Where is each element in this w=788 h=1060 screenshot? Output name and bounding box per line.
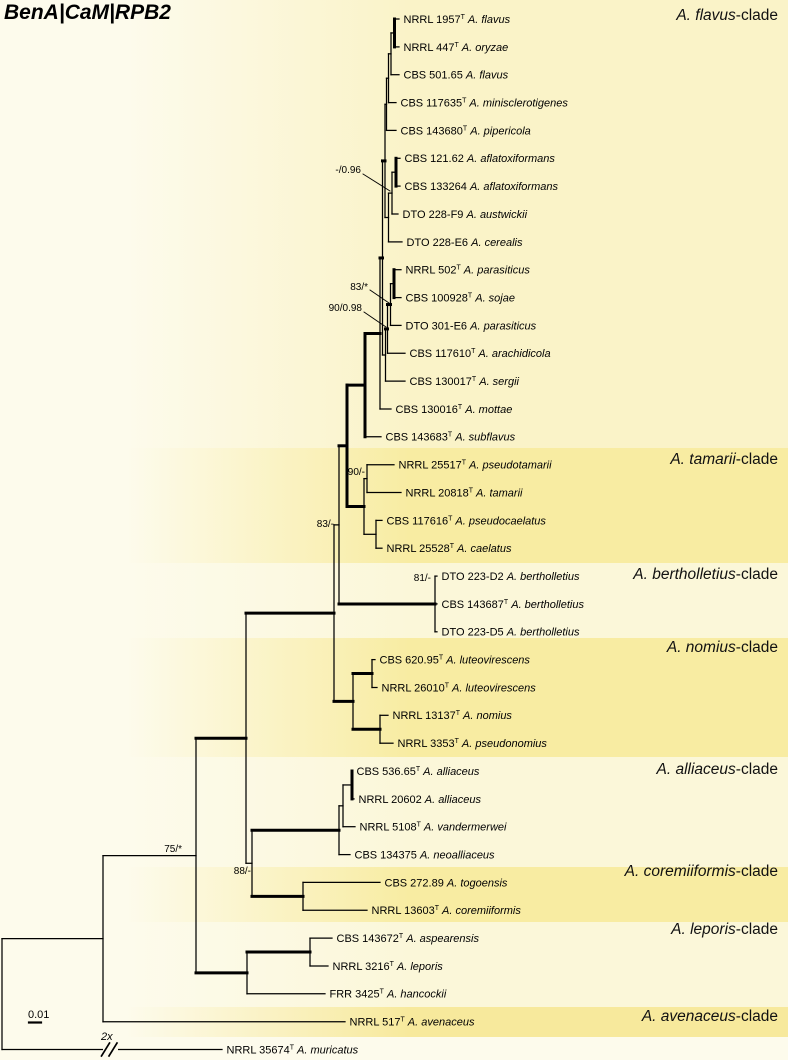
branch-break-slash — [107, 1041, 119, 1058]
clade-species-name: A. tamarii — [670, 451, 736, 468]
taxon-label: NRRL 20818T A. tamarii — [406, 487, 524, 499]
branch-break-slash — [100, 1041, 111, 1058]
taxon-label: CBS 130017T A. sergii — [410, 376, 520, 388]
support-value: 75/* — [164, 844, 182, 855]
clade-suffix: -clade — [735, 921, 778, 938]
taxon-label: NRRL 517T A. avenaceus — [350, 1017, 475, 1029]
taxon-label: NRRL 447T A. oryzae — [404, 42, 509, 54]
taxon-label: CBS 620.95T A. luteovirescens — [380, 655, 531, 667]
clade-species-name: A. alliaceus — [656, 761, 736, 778]
break-multiplier-label: 2x — [100, 1031, 113, 1043]
taxon-label: DTO 228-F9 A. austwickii — [403, 209, 528, 221]
taxon-label: CBS 536.65T A. alliaceus — [357, 766, 480, 778]
taxon-label: CBS 121.62 A. aflatoxiformans — [405, 153, 556, 165]
taxon-label: FRR 3425T A. hancockii — [330, 989, 447, 1001]
figure-title: BenA|CaM|RPB2 — [4, 1, 171, 24]
clade-label-tamarii: A. tamarii-clade — [670, 451, 778, 469]
clade-band-coremiiformis — [0, 867, 788, 922]
taxon-label: DTO 228-E6 A. cerealis — [407, 237, 523, 249]
taxon-label: CBS 117610T A. arachidicola — [410, 348, 551, 360]
support-value: -/0.96 — [335, 165, 361, 176]
clade-species-name: A. coremiiformis — [624, 863, 736, 880]
support-value: 81/- — [414, 573, 431, 584]
taxon-label: CBS 143687T A. bertholletius — [442, 599, 585, 611]
support-value: 88/- — [234, 866, 251, 877]
clade-species-name: A. bertholletius — [633, 566, 736, 583]
taxon-label: NRRL 20602 A. alliaceus — [359, 794, 482, 806]
clade-label-alliaceus: A. alliaceus-clade — [657, 761, 778, 779]
clade-band-nomius — [0, 638, 788, 757]
taxon-label: NRRL 13137T A. nomius — [393, 710, 513, 722]
clade-band-bertholletius — [0, 563, 788, 638]
support-value: 90/- — [348, 467, 365, 478]
taxon-label: CBS 117616T A. pseudocaelatus — [387, 515, 547, 527]
clade-label-bertholletius: A. bertholletius-clade — [633, 566, 778, 584]
clade-suffix: -clade — [735, 566, 778, 583]
taxon-label: DTO 301-E6 A. parasiticus — [406, 320, 537, 332]
taxon-label: NRRL 1957T A. flavus — [404, 14, 511, 26]
taxon-label: NRRL 3353T A. pseudonomius — [398, 738, 548, 750]
support-value: 90/0.98 — [329, 303, 363, 314]
taxon-label: NRRL 35674T A. muricatus — [227, 1044, 359, 1056]
support-pointer-line — [362, 173, 391, 192]
clade-band-leporis — [0, 922, 788, 1007]
clade-band-tamarii — [0, 448, 788, 563]
taxon-label: NRRL 5108T A. vandermerwei — [360, 822, 508, 834]
scale-bar-label: 0.01 — [28, 1009, 49, 1021]
taxon-label: CBS 133264 A. aflatoxiformans — [405, 181, 559, 193]
clade-label-nomius: A. nomius-clade — [667, 639, 778, 657]
support-pointer-line — [363, 311, 387, 328]
taxon-label: CBS 117635T A. minisclerotigenes — [401, 98, 569, 110]
taxon-label: CBS 100928T A. sojae — [406, 293, 515, 305]
taxon-label: NRRL 13603T A. coremiiformis — [372, 905, 522, 917]
support-value: 83/* — [350, 282, 368, 293]
taxon-label: CBS 501.65 A. flavus — [404, 70, 509, 82]
taxon-label: CBS 143683T A. subflavus — [386, 432, 516, 444]
clade-suffix: -clade — [735, 7, 778, 24]
taxon-label: NRRL 26010T A. luteovirescens — [382, 682, 537, 694]
clade-species-name: A. flavus — [676, 7, 736, 24]
taxon-label: CBS 134375 A. neoalliaceus — [355, 850, 496, 862]
clade-suffix: -clade — [735, 761, 778, 778]
taxon-label: DTO 223-D5 A. bertholletius — [442, 627, 580, 639]
taxon-label: CBS 130016T A. mottae — [396, 404, 513, 416]
clade-suffix: -clade — [735, 451, 778, 468]
taxon-label: DTO 223-D2 A. bertholletius — [442, 571, 580, 583]
clade-band-alliaceus — [0, 757, 788, 867]
taxon-label: CBS 272.89 A. togoensis — [385, 877, 508, 889]
clade-species-name: A. nomius — [666, 639, 736, 656]
taxon-label: CBS 143680T A. pipericola — [401, 125, 531, 137]
taxon-label: NRRL 502T A. parasiticus — [406, 265, 531, 277]
taxon-label: CBS 143672T A. aspearensis — [337, 933, 480, 945]
clade-suffix: -clade — [735, 863, 778, 880]
clade-suffix: -clade — [735, 639, 778, 656]
clade-label-coremiiformis: A. coremiiformis-clade — [625, 863, 778, 881]
clade-label-leporis: A. leporis-clade — [671, 921, 778, 939]
support-value: 83/- — [317, 519, 334, 530]
support-pointer-line — [369, 289, 390, 304]
clade-species-name: A. avenaceus — [641, 1008, 736, 1025]
clade-species-name: A. leporis — [671, 921, 736, 938]
taxon-label: NRRL 25517T A. pseudotamarii — [399, 460, 553, 472]
clade-label-flavus: A. flavus-clade — [676, 7, 778, 25]
taxon-label: NRRL 25528T A. caelatus — [387, 543, 512, 555]
taxon-label: NRRL 3216T A. leporis — [333, 961, 444, 973]
clade-label-avenaceus: A. avenaceus-clade — [642, 1008, 778, 1026]
clade-suffix: -clade — [735, 1008, 778, 1025]
